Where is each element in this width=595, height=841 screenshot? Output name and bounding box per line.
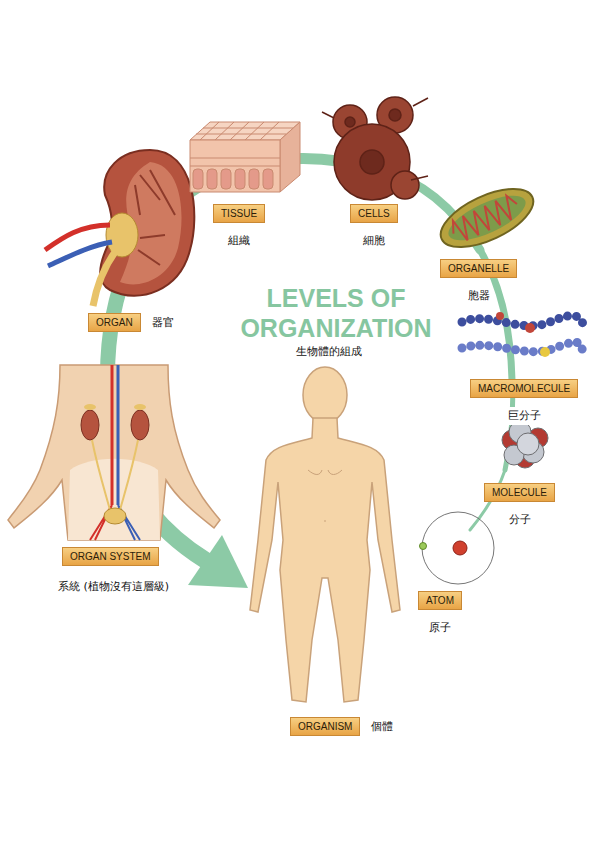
- level-tag: ORGAN: [88, 313, 141, 332]
- tissue-illustration-part: [280, 122, 300, 192]
- cells-illustration-part: [389, 109, 401, 121]
- organ-system-illustration-part: [68, 459, 160, 540]
- level-chinese-name: 分子: [507, 511, 533, 529]
- level-tag: ORGANELLE: [440, 259, 517, 278]
- tissue-illustration: [190, 122, 300, 192]
- kidney-illustration-part: [135, 170, 175, 265]
- organism-illustration-part: [303, 367, 347, 423]
- atom-illustration-part: [422, 512, 494, 584]
- atom-illustration-part: [420, 543, 427, 550]
- level-tag: MACROMOLECULE: [470, 379, 578, 398]
- level-node: ORGANISM 個體: [290, 717, 395, 736]
- organelle-illustration-part: [443, 187, 532, 250]
- tissue-illustration-part: [190, 140, 280, 192]
- kidney-illustration-part: [93, 252, 115, 306]
- organism-illustration: [250, 367, 400, 702]
- level-tag: MOLECULE: [484, 483, 555, 502]
- tissue-illustration-part: [193, 169, 203, 189]
- molecule-illustration-part: [517, 433, 539, 455]
- organ-system-illustration-part: [8, 365, 220, 540]
- level-chinese-name: 組織: [226, 232, 252, 250]
- kidney-illustration: [45, 150, 194, 306]
- level-tag: ORGANISM: [290, 717, 360, 736]
- atom-illustration-part: [453, 541, 467, 555]
- level-tag: ATOM: [418, 591, 462, 610]
- level-node: ORGAN 器官: [88, 313, 176, 332]
- organ-system-illustration: [8, 365, 220, 540]
- organism-illustration-part: [308, 470, 342, 522]
- macromolecule-illustration-part: [496, 312, 504, 320]
- molecule-illustration: [502, 421, 548, 468]
- level-chinese-name: 胞器: [466, 287, 492, 305]
- tissue-illustration-part: [263, 169, 273, 189]
- cells-illustration-part: [391, 171, 419, 199]
- level-node: CELLS 細胞: [350, 204, 398, 250]
- cells-illustration-part: [360, 150, 384, 174]
- macromolecule-illustration: [462, 312, 586, 357]
- level-chinese-name: 器官: [150, 314, 176, 332]
- kidney-illustration-part: [106, 213, 138, 257]
- level-tag: CELLS: [350, 204, 398, 223]
- cells-illustration-part: [345, 117, 355, 127]
- macromolecule-illustration-part: [540, 347, 550, 357]
- level-chinese-name: 細胞: [361, 232, 387, 250]
- macromolecule-illustration-part: [462, 342, 584, 356]
- tissue-illustration-part: [190, 158, 280, 166]
- tissue-illustration-part: [249, 169, 259, 189]
- level-node: TISSUE 組織: [213, 204, 265, 250]
- tissue-illustration-part: [196, 122, 293, 140]
- atom-illustration: [420, 512, 495, 584]
- organelle-illustration: [432, 177, 541, 259]
- level-node: ORGANELLE 胞器: [440, 259, 517, 305]
- organ-system-illustration-part: [92, 440, 138, 510]
- organelle-illustration-part: [448, 193, 522, 244]
- level-tag: TISSUE: [213, 204, 265, 223]
- organ-system-illustration-part: [117, 365, 120, 505]
- level-chinese-name: 巨分子: [506, 407, 543, 425]
- organ-system-illustration-part: [104, 508, 126, 524]
- level-node: MACROMOLECULE 巨分子: [470, 379, 578, 425]
- organ-system-illustration-part: [134, 404, 146, 410]
- organelle-illustration-part: [432, 177, 541, 259]
- arc-arrowhead: [188, 535, 248, 588]
- tissue-illustration-part: [207, 169, 217, 189]
- kidney-illustration-part: [100, 150, 194, 296]
- macromolecule-illustration-part: [525, 323, 535, 333]
- level-node: MOLECULE 分子: [484, 483, 555, 529]
- subtitle-label: 生物體的組成: [294, 344, 364, 359]
- organism-illustration-part: [250, 418, 400, 702]
- level-tag: ORGAN SYSTEM: [62, 547, 159, 566]
- level-chinese-name: 系統 (植物沒有這層級): [56, 578, 171, 596]
- macromolecule-illustration-part: [462, 316, 586, 330]
- organ-system-illustration-part: [84, 404, 96, 410]
- diagram-title: LEVELS OF ORGANIZATION: [225, 283, 447, 343]
- cells-illustration: [322, 97, 428, 200]
- tissue-illustration-part: [235, 169, 245, 189]
- organ-system-illustration-part: [131, 410, 149, 440]
- organ-system-illustration-part: [81, 410, 99, 440]
- level-node: ATOM 原子: [418, 591, 462, 637]
- organ-system-illustration-part: [111, 365, 114, 505]
- level-chinese-name: 原子: [427, 619, 453, 637]
- kidney-illustration-part: [48, 242, 112, 266]
- level-node: ORGAN SYSTEM系統 (植物沒有這層級): [62, 547, 171, 596]
- tissue-illustration-part: [221, 169, 231, 189]
- level-chinese-name: 個體: [369, 718, 395, 736]
- cells-illustration-part: [322, 98, 428, 180]
